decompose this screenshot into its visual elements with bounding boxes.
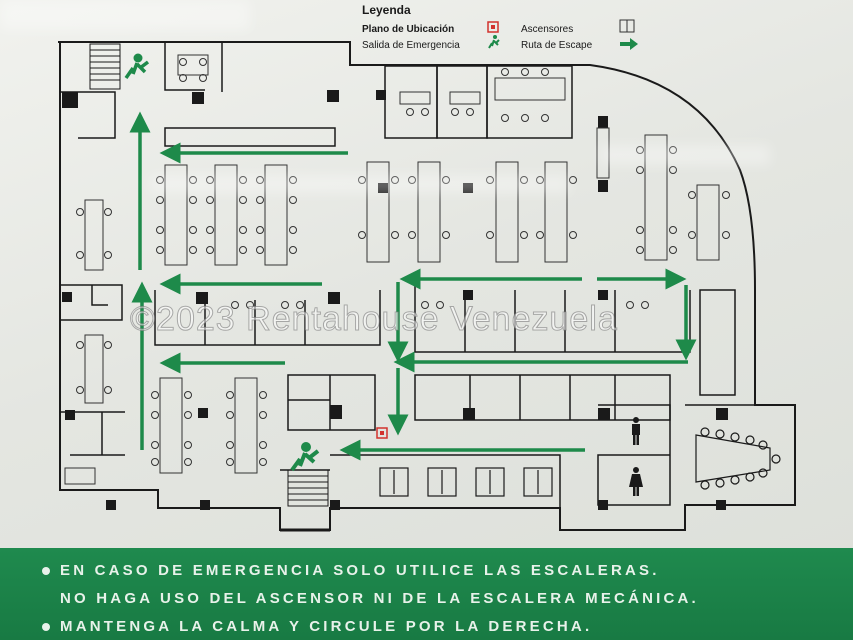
conference-table (695, 427, 781, 490)
elevator-icon (619, 19, 635, 33)
escape-routes (129, 111, 697, 461)
instruction-line: MANTENGA LA CALMA Y CIRCULE POR LA DEREC… (42, 618, 592, 635)
restroom-man-icon (632, 417, 640, 445)
location-marker-icon (376, 427, 388, 439)
legend-title: Leyenda (362, 3, 411, 17)
structural-columns (62, 90, 728, 510)
bullet-icon (42, 623, 50, 632)
instruction-line: NO HAGA USO DEL ASCENSOR NI DE LA ESCALE… (60, 590, 699, 607)
legend-location-plan: Plano de Ubicación (362, 24, 455, 35)
stairs-bottom (287, 469, 329, 507)
stairs-top (89, 43, 121, 90)
exit-runner-icon (488, 35, 500, 49)
desk-clusters (64, 54, 720, 485)
legend-escape-route: Ruta de Escape (521, 40, 593, 51)
legend-elevators: Ascensores (521, 24, 574, 35)
restroom-woman-icon (629, 467, 643, 496)
floor-plan (58, 19, 796, 532)
exit-runner-icon (124, 53, 150, 80)
arrow-right-icon (620, 38, 638, 50)
building-outline (58, 41, 796, 532)
bullet-icon (42, 567, 50, 576)
instructions-panel: EN CASO DE EMERGENCIA SOLO UTILICE LAS E… (0, 548, 853, 640)
legend-emergency-exit: Salida de Emergencia (362, 40, 460, 51)
exit-runner-icon (290, 442, 320, 472)
instruction-line: EN CASO DE EMERGENCIA SOLO UTILICE LAS E… (42, 562, 660, 579)
watermark: ©2023 Rentahouse Venezuela (130, 300, 618, 339)
location-marker-icon (487, 21, 499, 33)
interior-walls (60, 42, 755, 508)
elevator-bank (379, 467, 553, 497)
